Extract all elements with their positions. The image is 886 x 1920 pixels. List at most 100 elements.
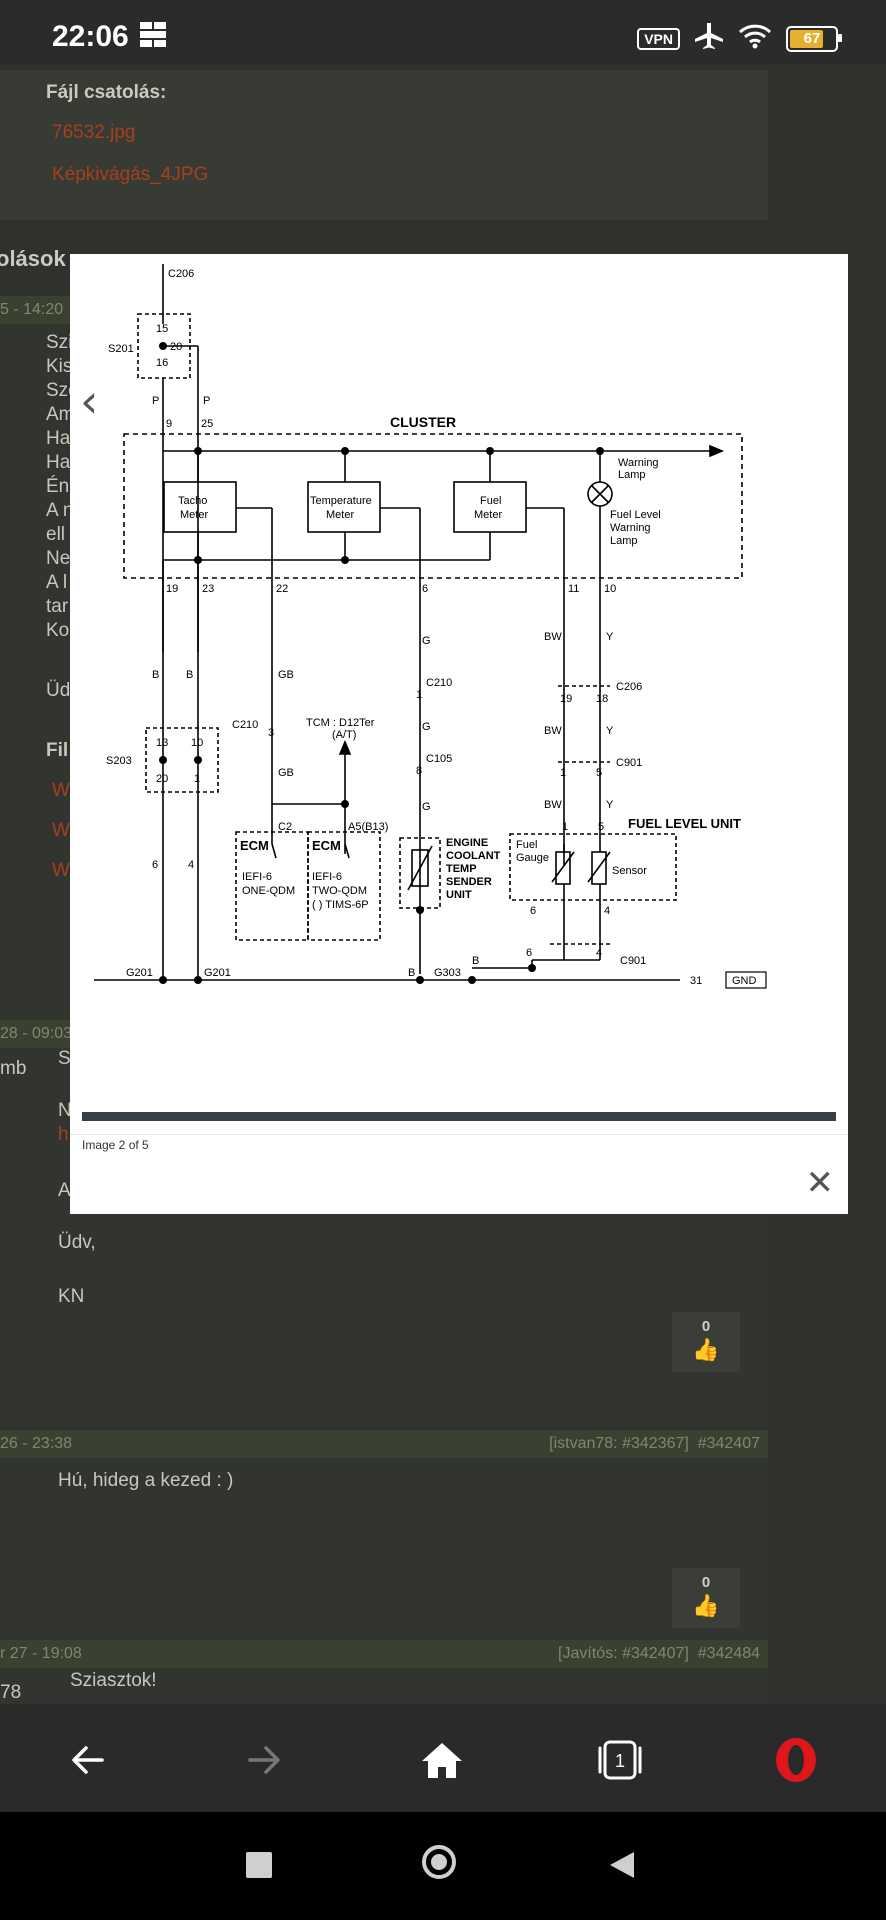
opera-menu-button[interactable] bbox=[766, 1732, 826, 1788]
diagram-label: Fuel bbox=[480, 495, 501, 507]
home-button[interactable] bbox=[412, 1732, 472, 1788]
diagram-label: (A/T) bbox=[332, 729, 356, 741]
wiring-diagram-image: C206 S201 P P 9 25 CLUSTER Tacho Meter T… bbox=[94, 264, 767, 989]
diagram-label: P bbox=[152, 395, 159, 407]
diagram-label: 9 bbox=[166, 418, 172, 430]
like-button[interactable]: 0 👍 bbox=[672, 1312, 740, 1372]
diagram-label: 6 bbox=[530, 905, 536, 917]
diagram-label: 25 bbox=[201, 418, 213, 430]
attachments-box: Fájl csatolás: 76532.jpg Képkivágás_4JPG bbox=[0, 70, 768, 220]
diagram-label: 23 bbox=[202, 583, 214, 595]
post-line: Ko bbox=[46, 620, 70, 641]
diagram-label: Temperature bbox=[310, 495, 372, 507]
post-author[interactable]: mb bbox=[0, 1058, 27, 1079]
status-time: 22:06 bbox=[52, 20, 129, 53]
like-button[interactable]: 0 👍 bbox=[672, 1568, 740, 1628]
diagram-label: Lamp bbox=[618, 469, 646, 481]
diagram-label: CLUSTER bbox=[390, 414, 456, 430]
diagram-label: GND bbox=[732, 975, 757, 987]
diagram-label: C206 bbox=[616, 681, 642, 693]
post-line: N bbox=[58, 1100, 72, 1121]
diagram-label: ENGINE bbox=[446, 837, 488, 849]
post-line: Am bbox=[46, 404, 75, 425]
diagram-label: IEFI-6 bbox=[312, 871, 342, 883]
diagram-label: 8 bbox=[416, 765, 422, 777]
file-link[interactable]: W bbox=[52, 780, 70, 801]
diagram-label: Tacho bbox=[178, 495, 207, 507]
post-line: S bbox=[58, 1048, 71, 1069]
diagram-label: ONE-QDM bbox=[242, 885, 295, 897]
diagram-label: Meter bbox=[180, 509, 208, 521]
post-reply-ref[interactable]: [istvan78: #342367] bbox=[549, 1435, 689, 1452]
recents-button[interactable] bbox=[246, 1852, 272, 1878]
diagram-label: 6 bbox=[422, 583, 428, 595]
post-line: ell bbox=[46, 524, 66, 545]
arrow-right-icon bbox=[248, 1746, 280, 1774]
diagram-label: C901 bbox=[616, 757, 642, 769]
back-nav-button[interactable] bbox=[608, 1850, 636, 1885]
post-line: tar bbox=[46, 596, 69, 617]
diagram-label: Meter bbox=[326, 509, 354, 521]
diagram-label: 10 bbox=[191, 737, 203, 749]
post-link[interactable]: h bbox=[58, 1124, 69, 1145]
thumbs-up-icon: 👍 bbox=[692, 1593, 720, 1618]
diagram-label: S203 bbox=[106, 755, 132, 767]
diagram-label: B bbox=[152, 669, 159, 681]
post-line: A l bbox=[46, 572, 68, 593]
diagram-label: G201 bbox=[126, 967, 153, 979]
diagram-label: Sensor bbox=[612, 865, 647, 877]
diagram-label: G bbox=[422, 635, 431, 647]
attachment-link[interactable]: 76532.jpg bbox=[52, 122, 136, 143]
app-grid-icon bbox=[140, 22, 170, 53]
close-lightbox-button[interactable]: ✕ bbox=[805, 1163, 835, 1203]
diagram-label: C901 bbox=[620, 955, 646, 967]
post-line: A bbox=[58, 1180, 71, 1201]
arrow-left-icon bbox=[72, 1746, 104, 1774]
diagram-label: GB bbox=[278, 669, 294, 681]
diagram-label: 15 bbox=[156, 323, 168, 335]
attachments-title: Fájl csatolás: bbox=[46, 82, 167, 103]
previous-image-button[interactable]: ‹ bbox=[80, 374, 99, 428]
diagram-label: C206 bbox=[168, 268, 194, 280]
post-date: 26 - 23:38 bbox=[0, 1435, 73, 1452]
post-id[interactable]: #342407 bbox=[697, 1435, 760, 1452]
tabs-button[interactable]: 1 bbox=[590, 1732, 650, 1788]
post-reply-ref[interactable]: [Javítós: #342407] bbox=[558, 1645, 689, 1662]
diagram-label: G201 bbox=[204, 967, 231, 979]
diagram-label: ( ) TIMS-6P bbox=[312, 899, 369, 911]
file-link[interactable]: W bbox=[52, 860, 70, 881]
post-author[interactable]: 78 bbox=[0, 1682, 22, 1703]
diagram-label: GB bbox=[278, 767, 294, 779]
diagram-label: 19 bbox=[560, 693, 572, 705]
back-button[interactable] bbox=[58, 1732, 118, 1788]
diagram-label: UNIT bbox=[446, 889, 472, 901]
diagram-label: 1 bbox=[560, 767, 566, 779]
post-id[interactable]: #342484 bbox=[697, 1645, 760, 1662]
diagram-label: 22 bbox=[276, 583, 288, 595]
diagram-label: B bbox=[408, 967, 415, 979]
diagram-label: C210 bbox=[426, 677, 452, 689]
diagram-label: Y bbox=[606, 725, 614, 737]
post-header: r 27 - 19:08 [Javítós: #342407] #342484 bbox=[0, 1640, 768, 1668]
diagram-label: 1 bbox=[416, 689, 422, 701]
post-date: 5 - 14:20 bbox=[0, 301, 64, 318]
post-line: Üdv, bbox=[58, 1232, 96, 1253]
attachment-link[interactable]: Képkivágás_4JPG bbox=[52, 164, 209, 185]
home-nav-button[interactable] bbox=[422, 1845, 456, 1879]
status-bar: 22:06 VPN 67 bbox=[0, 0, 886, 64]
post-body: 78 Sziasztok! bbox=[0, 1668, 768, 1704]
diagram-label: C210 bbox=[232, 719, 258, 731]
file-link[interactable]: W bbox=[52, 820, 70, 841]
diagram-label: IEFI-6 bbox=[242, 871, 272, 883]
airplane-icon bbox=[694, 22, 724, 55]
diagram-label: SENDER bbox=[446, 876, 492, 888]
battery-icon: 67 bbox=[786, 25, 842, 52]
diagram-label: 11 bbox=[568, 583, 579, 595]
diagram-label: TCM : D12Ter bbox=[306, 717, 375, 729]
files-label: Fil bbox=[46, 740, 69, 761]
post-header: 26 - 23:38 [istvan78: #342367] #342407 bbox=[0, 1430, 768, 1458]
post-line: Hú, hideg a kezed : ) bbox=[58, 1470, 234, 1491]
diagram-label: Fuel Level bbox=[610, 509, 661, 521]
post-line: Sziasztok! bbox=[70, 1670, 157, 1691]
forward-button[interactable] bbox=[234, 1732, 294, 1788]
